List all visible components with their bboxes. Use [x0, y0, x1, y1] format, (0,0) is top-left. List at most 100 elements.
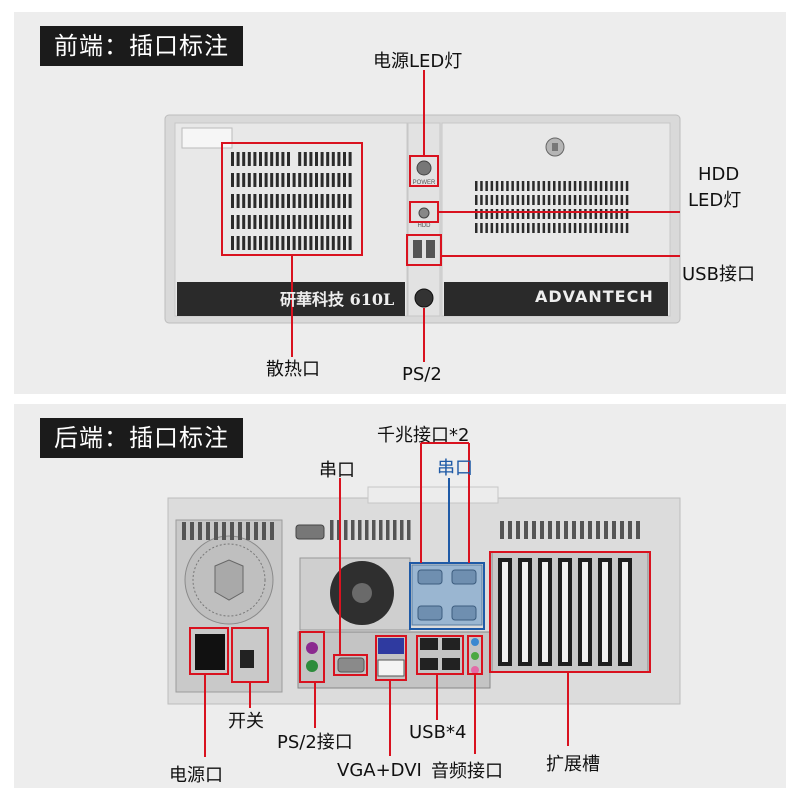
vent-slot — [594, 223, 598, 233]
usb-port-2[interactable] — [442, 638, 460, 650]
vent-slot — [320, 236, 324, 250]
rear-vent-slot — [524, 521, 528, 539]
vent-slot — [331, 194, 335, 208]
vent-slot — [615, 181, 618, 191]
front-usb-port-2[interactable] — [426, 240, 435, 258]
vent-slot — [337, 173, 341, 187]
vent-slot — [495, 209, 499, 219]
rear-vent-slot — [379, 520, 383, 540]
vent-slot — [610, 181, 613, 191]
vent-slot — [320, 194, 324, 208]
power-switch[interactable] — [240, 650, 254, 668]
rear-vent-slot — [270, 522, 274, 540]
rear-vent-slot — [572, 521, 576, 539]
vent-slot — [287, 194, 290, 208]
dvi-port[interactable] — [377, 659, 405, 677]
audio-jack-mic[interactable] — [471, 666, 479, 674]
vent-slot — [568, 209, 572, 219]
vent-slot — [292, 236, 296, 250]
vent-slot — [247, 194, 251, 208]
vent-slot — [475, 195, 478, 205]
vent-slot — [303, 236, 307, 250]
vent-slot — [343, 215, 346, 229]
vent-slot — [527, 223, 530, 233]
power-socket[interactable] — [195, 634, 225, 670]
vent-slot — [298, 215, 302, 229]
power-led-label: 电源LED灯 — [373, 51, 463, 72]
audio-jack-line-in[interactable] — [471, 638, 479, 646]
vent-slot — [475, 181, 478, 191]
vent-slot — [584, 195, 587, 205]
rear-vent-slot — [620, 521, 624, 539]
vent-slot — [475, 209, 478, 219]
vent-slot — [615, 209, 618, 219]
vent-slot — [516, 223, 520, 233]
rear-vent-slot — [337, 520, 341, 540]
vent-slot — [532, 209, 535, 219]
vent-slot — [343, 194, 346, 208]
vent-slot — [605, 181, 608, 191]
com-port-3[interactable] — [417, 605, 443, 621]
vent-slot — [594, 181, 598, 191]
vent-slot — [615, 223, 618, 233]
rear-vent-slot — [365, 520, 369, 540]
vent-slot — [625, 181, 629, 191]
vent-slot — [568, 181, 572, 191]
ps2-mouse-port[interactable] — [306, 660, 318, 672]
vent-slot — [537, 223, 540, 233]
rear-vent-slot — [636, 521, 640, 539]
vent-slot — [270, 215, 274, 229]
vent-slot — [326, 215, 330, 229]
com-port-1[interactable] — [417, 569, 443, 585]
vent-slot — [287, 236, 290, 250]
expansion-slot-cover — [522, 562, 528, 662]
power-button[interactable] — [416, 160, 432, 176]
vent-slot — [281, 173, 285, 187]
io-serial-port[interactable] — [337, 657, 365, 673]
vent-slot — [259, 152, 262, 166]
vga-port[interactable] — [378, 638, 404, 654]
com-port-2[interactable] — [451, 569, 477, 585]
vent-slot — [253, 194, 257, 208]
rear-vent-slot — [182, 522, 186, 540]
vent-slot — [573, 195, 577, 205]
front-ps2-port[interactable] — [414, 288, 434, 308]
annotation-box — [489, 551, 651, 673]
vent-slot — [303, 152, 307, 166]
vent-slot — [331, 215, 335, 229]
vent-slot — [527, 209, 530, 219]
vent-slot — [537, 195, 540, 205]
ps2-keyboard-port[interactable] — [306, 642, 318, 654]
expansion-label: 扩展槽 — [546, 754, 600, 775]
vent-slot — [610, 223, 613, 233]
vent-slot — [516, 181, 520, 191]
usb-port-1[interactable] — [420, 638, 438, 650]
vent-slot — [495, 181, 499, 191]
vent-slot — [231, 194, 234, 208]
rear-top-serial-port[interactable] — [295, 524, 325, 540]
vent-slot — [236, 173, 240, 187]
usb-port-3[interactable] — [420, 658, 438, 670]
vent-slot — [320, 173, 324, 187]
vent-slot — [615, 195, 618, 205]
vent-slot — [605, 223, 608, 233]
rear-vent-slot — [214, 522, 218, 540]
com-port-4[interactable] — [451, 605, 477, 621]
rear-vent-slot — [516, 521, 520, 539]
vent-slot — [253, 152, 257, 166]
vent-slot — [236, 194, 240, 208]
rear-vent-slot — [246, 522, 250, 540]
usb-port-4[interactable] — [442, 658, 460, 670]
rear-vent-slot — [230, 522, 234, 540]
audio-jack-line-out[interactable] — [471, 652, 479, 660]
rear-vent-slot — [198, 522, 202, 540]
vent-slot — [620, 181, 624, 191]
rear-vent-slot — [548, 521, 552, 539]
hdd-led-label-line1: HDD — [698, 164, 740, 185]
vent-slot — [563, 223, 566, 233]
vent-slot — [315, 215, 318, 229]
vent-slot — [270, 173, 274, 187]
front-usb-port-1[interactable] — [413, 240, 422, 258]
vent-label: 散热口 — [266, 359, 320, 380]
vent-slot — [337, 215, 341, 229]
